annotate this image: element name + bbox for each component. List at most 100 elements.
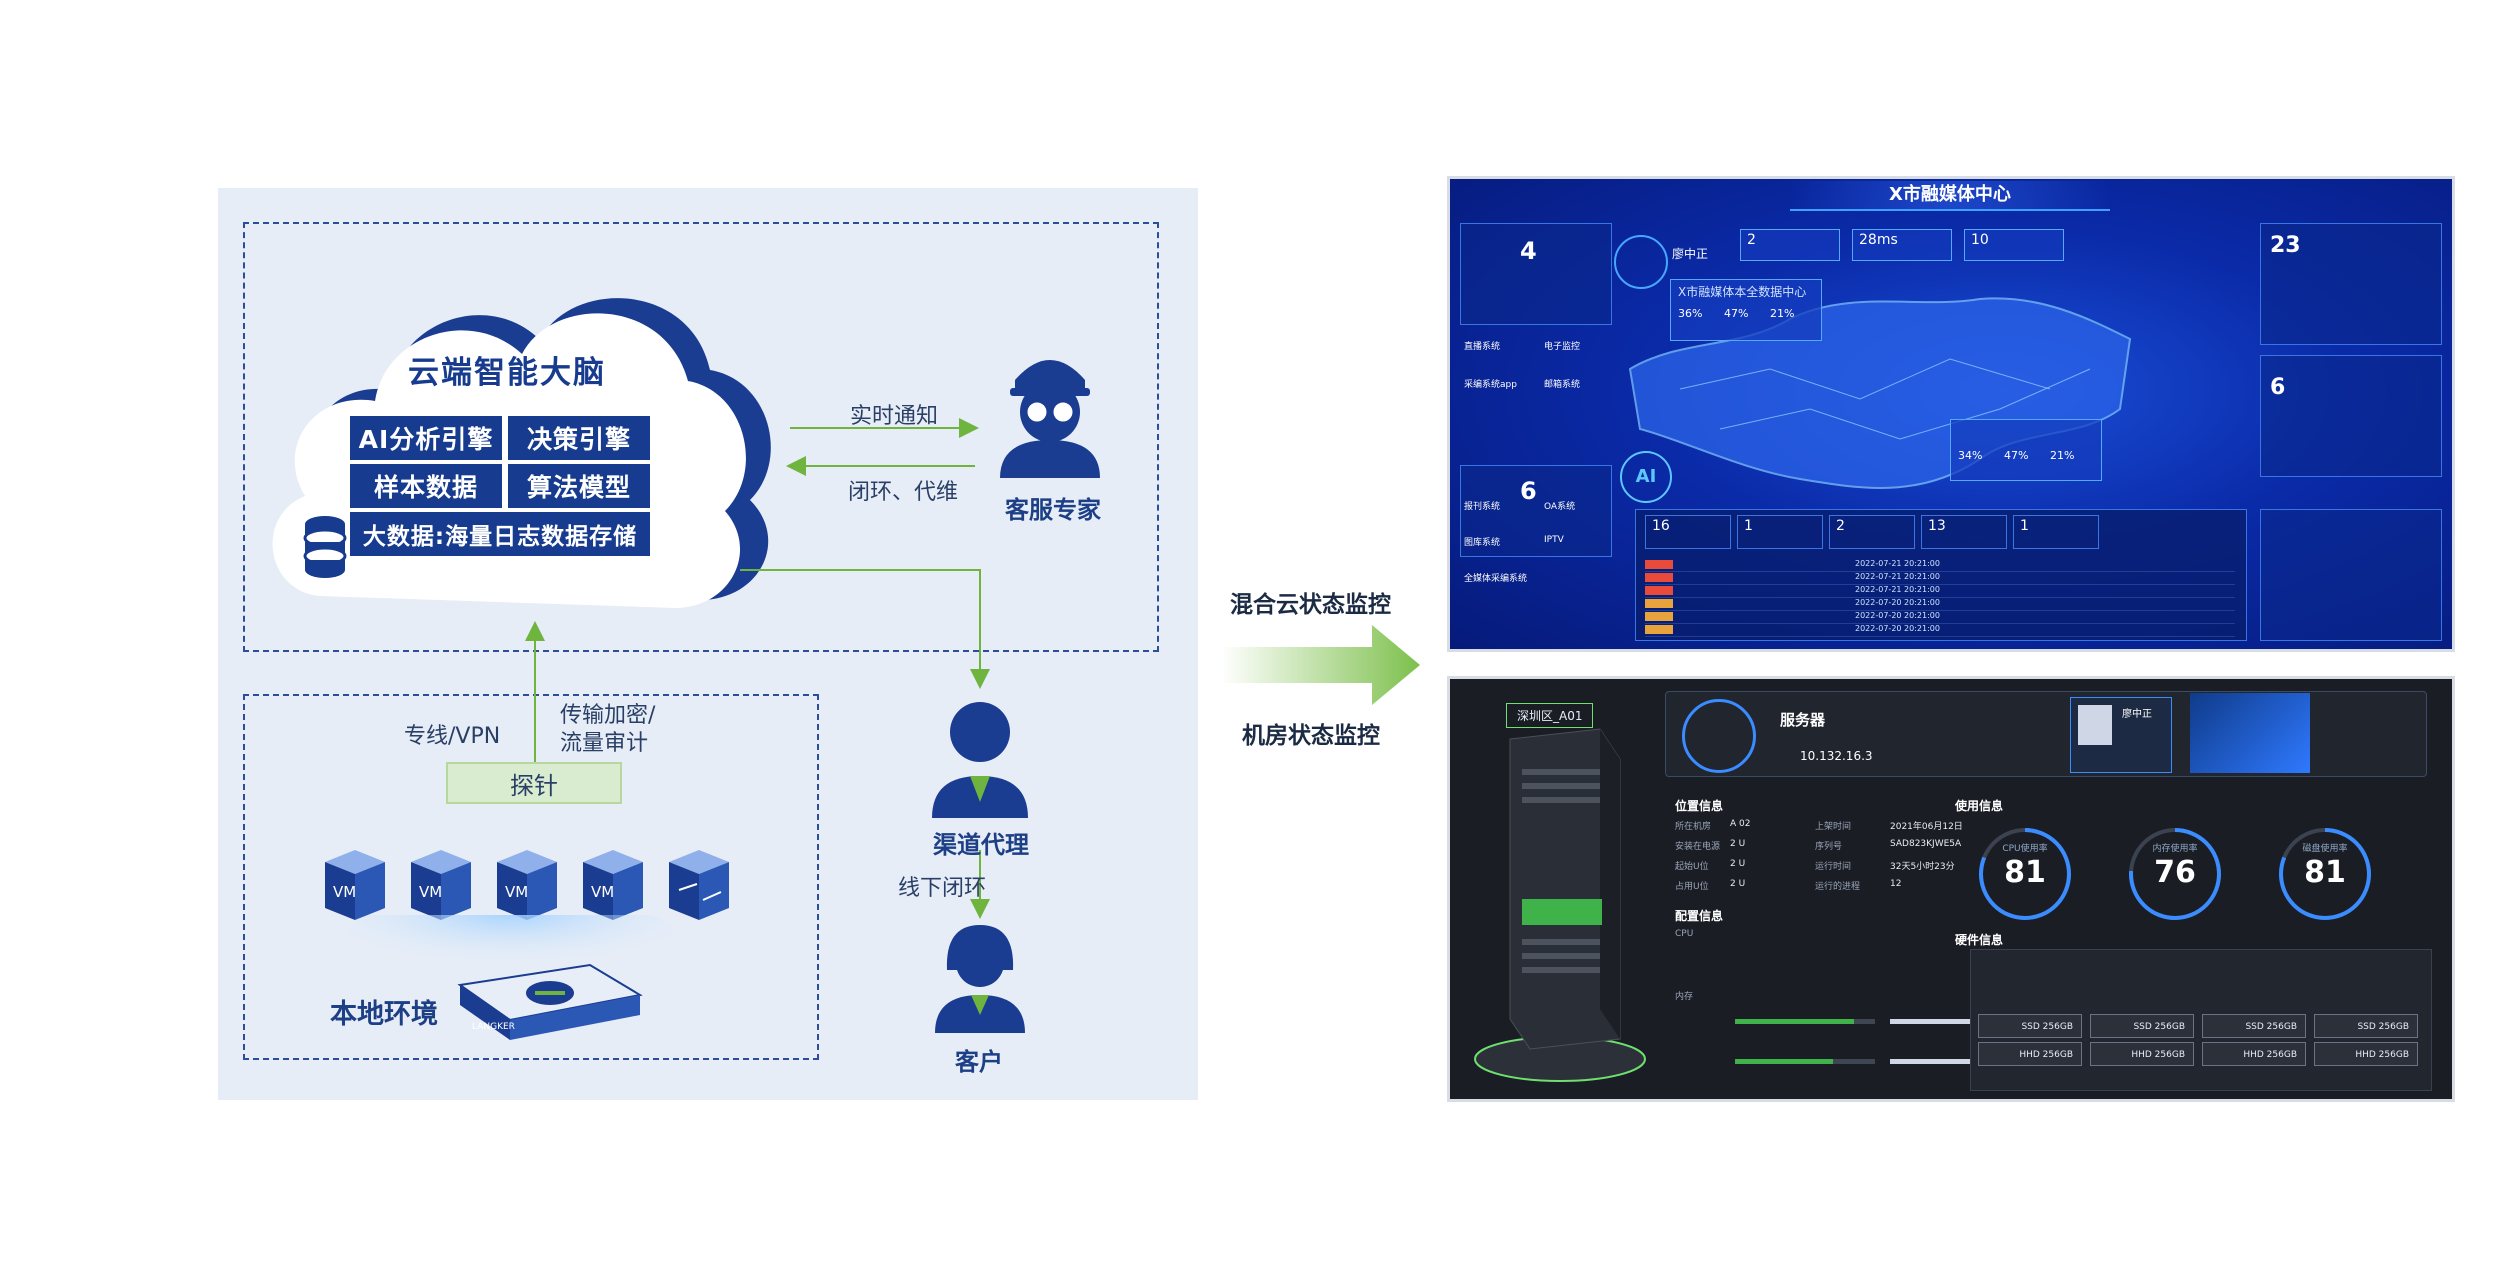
system-item: 全媒体采编系统 bbox=[1464, 574, 1528, 584]
left-stat-a: 4 bbox=[1520, 237, 1537, 265]
center-panel-title: X市融媒体本全数据中心 bbox=[1678, 285, 1807, 299]
disk-slot: HHD 256GB bbox=[1978, 1042, 2082, 1066]
row-time: 2022-07-20 20:21:00 bbox=[1855, 611, 1940, 620]
gauge-ring bbox=[1979, 828, 2071, 920]
system-item: 报刊系统 bbox=[1464, 502, 1501, 512]
percent-value: 21% bbox=[1770, 307, 1795, 320]
hybrid-cloud-dashboard: X市融媒体中心 4 6 直播系统 电子监控采编系统app 邮箱系统报刊系统 OA系统图… bbox=[1447, 176, 2455, 652]
label-offline: 线下闭环 bbox=[898, 876, 987, 901]
gauge-value: 81 bbox=[2304, 855, 2346, 890]
position-cell: 32天5小时23分 bbox=[1890, 862, 1955, 872]
device-brand: LANGKER bbox=[472, 1022, 515, 1032]
vm-label: VM bbox=[591, 883, 614, 901]
percent-value: 21% bbox=[2050, 449, 2075, 462]
local-device-icon bbox=[340, 915, 680, 1040]
module-algorithm-model: 算法模型 bbox=[508, 464, 650, 508]
top-stat: 10 bbox=[1964, 229, 2064, 261]
dashboard-title: X市融媒体中心 bbox=[1790, 181, 2110, 211]
gauge-label: 磁盘使用率 bbox=[2302, 844, 2348, 854]
severity-badge bbox=[1645, 599, 1673, 608]
position-cell: 序列号 bbox=[1815, 842, 1843, 852]
vm-cube-icon: VM bbox=[497, 850, 557, 920]
flow-arrow-icon bbox=[1222, 625, 1420, 705]
disk-slot: HHD 256GB bbox=[2314, 1042, 2418, 1066]
customer-avatar-icon bbox=[935, 925, 1025, 1033]
row-time: 2022-07-21 20:21:00 bbox=[1855, 559, 1940, 568]
gauge-label: CPU使用率 bbox=[2002, 844, 2048, 854]
switch-cube-icon bbox=[669, 850, 729, 920]
section-usage: 使用信息 bbox=[1955, 799, 2004, 813]
vm-label: VM bbox=[505, 883, 528, 901]
position-cell: 2 U bbox=[1730, 879, 1746, 889]
table-row: 2022-07-21 20:21:00 bbox=[1645, 559, 2235, 572]
position-cell: 2 U bbox=[1730, 859, 1746, 869]
position-cell: 运行的进程 bbox=[1815, 882, 1861, 892]
position-cell: 运行时间 bbox=[1815, 862, 1852, 872]
device-name: 服务器 bbox=[1780, 711, 1826, 729]
system-item: 邮箱系统 bbox=[1544, 380, 1581, 390]
top-stat: 28ms bbox=[1852, 229, 1952, 261]
system-item: 电子监控 bbox=[1544, 342, 1581, 352]
severity-badge bbox=[1645, 586, 1673, 595]
server-rack-icon bbox=[1474, 728, 1646, 1082]
local-frame bbox=[243, 694, 819, 1060]
label-room-monitor: 机房状态监控 bbox=[1242, 723, 1380, 749]
ai-badge: AI bbox=[1620, 451, 1672, 503]
position-cell: 12 bbox=[1890, 879, 1902, 889]
person-badge-icon bbox=[1614, 235, 1668, 289]
section-hardware: 硬件信息 bbox=[1955, 933, 2004, 947]
person-name: 廖中正 bbox=[1672, 247, 1709, 261]
gauge-ring bbox=[2129, 828, 2221, 920]
gauge-ring bbox=[2279, 828, 2371, 920]
system-item: 直播系统 bbox=[1464, 342, 1501, 352]
table-stat: 1 bbox=[2013, 515, 2099, 549]
top-stat: 2 bbox=[1740, 229, 1840, 261]
table-row: 2022-07-21 20:21:00 bbox=[1645, 585, 2235, 598]
system-item: 图库系统 bbox=[1464, 538, 1501, 548]
position-cell: 2021年06月12日 bbox=[1890, 822, 1963, 832]
expert-label: 客服专家 bbox=[1005, 496, 1101, 524]
disk-slot: SSD 256GB bbox=[2090, 1014, 2194, 1038]
label-notify: 实时通知 bbox=[850, 404, 939, 429]
vm-cube-icon: VM bbox=[325, 850, 385, 920]
expert-avatar-icon bbox=[1000, 360, 1100, 478]
probe-box: 探针 bbox=[446, 762, 622, 804]
label-closed-loop: 闭环、代维 bbox=[848, 480, 959, 505]
table-stat: 2 bbox=[1829, 515, 1915, 549]
position-cell: 上架时间 bbox=[1815, 822, 1852, 832]
section-position: 位置信息 bbox=[1675, 799, 1724, 813]
left-stat-b: 6 bbox=[1520, 477, 1537, 505]
location-tag: 深圳区_A01 bbox=[1506, 703, 1594, 728]
vm-cubes: VM VM VM VM bbox=[325, 850, 729, 920]
label-vpn: 专线/VPN bbox=[404, 724, 501, 749]
system-item: OA系统 bbox=[1544, 502, 1576, 512]
table-stat: 1 bbox=[1737, 515, 1823, 549]
row-time: 2022-07-21 20:21:00 bbox=[1855, 572, 1940, 581]
row-time: 2022-07-21 20:21:00 bbox=[1855, 585, 1940, 594]
vm-cube-icon: VM bbox=[583, 850, 643, 920]
vm-label: VM bbox=[419, 883, 442, 901]
table-stat: 13 bbox=[1921, 515, 2007, 549]
table-stat: 16 bbox=[1645, 515, 1731, 549]
position-cell: 安装在电源 bbox=[1675, 842, 1721, 852]
table-row: 2022-07-20 20:21:00 bbox=[1645, 598, 2235, 611]
percent-value: 34% bbox=[1958, 449, 1983, 462]
vm-cube-icon: VM bbox=[411, 850, 471, 920]
disk-slot: SSD 256GB bbox=[1978, 1014, 2082, 1038]
label-hybrid-monitor: 混合云状态监控 bbox=[1230, 592, 1391, 618]
server-icon bbox=[1682, 699, 1756, 773]
gauge-value: 81 bbox=[2004, 855, 2046, 890]
severity-badge bbox=[1645, 560, 1673, 569]
disk-slot: HHD 256GB bbox=[2202, 1042, 2306, 1066]
severity-badge bbox=[1645, 573, 1673, 582]
system-item: 采编系统app bbox=[1464, 380, 1517, 390]
module-decision-engine: 决策引擎 bbox=[508, 416, 650, 460]
gauge-label: 内存使用率 bbox=[2152, 844, 2198, 854]
label-encrypt: 传输加密/ 流量审计 bbox=[560, 703, 656, 756]
memory-label: 内存 bbox=[1675, 992, 1694, 1002]
database-icon bbox=[303, 516, 347, 578]
module-sample-data: 样本数据 bbox=[350, 464, 502, 508]
